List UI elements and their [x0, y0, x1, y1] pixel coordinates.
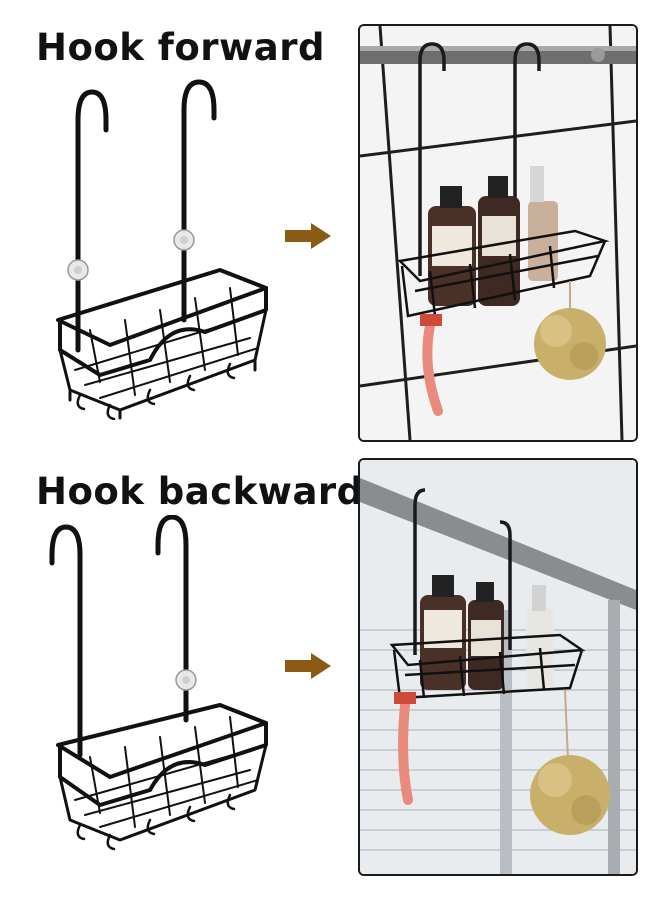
- hook-backwards-label: Hook backwards: [36, 470, 387, 513]
- right-arrow-icon: [285, 653, 331, 679]
- rack-hook-forward-illustration: [56, 79, 268, 420]
- right-arrow-icon: [285, 223, 331, 249]
- photo-rack-hook-forward: [358, 24, 638, 442]
- photo-rack-hook-backwards: [358, 458, 638, 876]
- rack-hook-backwards-illustration: [49, 515, 268, 851]
- hook-forward-label: Hook forward: [36, 26, 325, 69]
